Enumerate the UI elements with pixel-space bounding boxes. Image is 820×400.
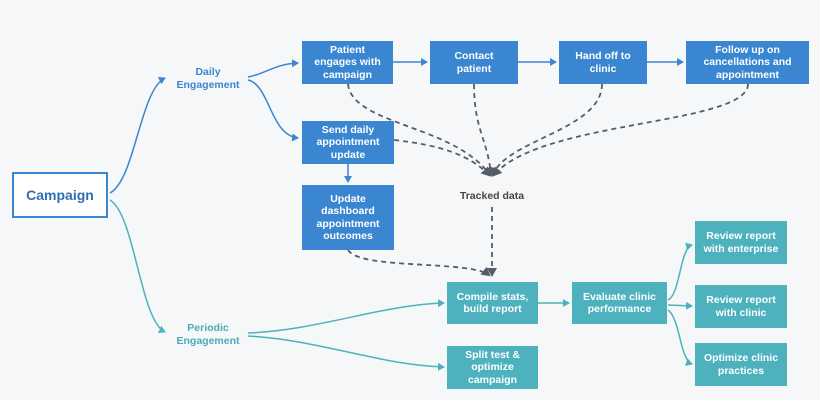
node-review-enterprise[interactable]: Review report with enterprise <box>695 221 787 264</box>
dashed-patient-tracked <box>347 83 492 177</box>
dashed-handoff-tracked <box>490 83 603 177</box>
periodic-engagement-label: Periodic Engagement <box>176 322 240 347</box>
dashed-send-tracked <box>393 139 491 177</box>
connector-evaluate-practices <box>667 309 693 366</box>
node-patient-engages[interactable]: Patient engages with campaign <box>302 41 393 84</box>
node-review-clinic[interactable]: Review report with clinic <box>695 285 787 328</box>
node-follow-up[interactable]: Follow up on cancellations and appointme… <box>686 41 809 84</box>
dashed-update-compile <box>347 249 491 277</box>
connector-evaluate-enterprise <box>667 242 693 301</box>
node-evaluate-clinic[interactable]: Evaluate clinic performance <box>572 282 667 324</box>
campaign-root-node[interactable]: Campaign <box>12 172 108 218</box>
node-split-test[interactable]: Split test & optimize campaign <box>447 346 538 389</box>
node-optimize-practices[interactable]: Optimize clinic practices <box>695 343 787 386</box>
node-compile-stats[interactable]: Compile stats, build report <box>447 282 538 324</box>
connector-campaign-periodic <box>109 199 166 333</box>
connector-campaign-daily <box>109 77 166 194</box>
node-update-dashboard[interactable]: Update dashboard appointment outcomes <box>302 185 394 250</box>
tracked-data-label: Tracked data <box>459 190 525 202</box>
connector-daily-patient <box>247 59 299 78</box>
node-hand-off[interactable]: Hand off to clinic <box>559 41 647 84</box>
connector-daily-send <box>247 79 299 142</box>
dashed-followup-tracked <box>492 83 749 177</box>
daily-engagement-label: Daily Engagement <box>176 66 240 91</box>
node-contact-patient[interactable]: Contact patient <box>430 41 518 84</box>
node-send-daily-update[interactable]: Send daily appointment update <box>302 121 394 164</box>
connector-evaluate-clinic <box>667 301 693 310</box>
connector-periodic-compile <box>247 299 445 334</box>
dashed-contact-tracked <box>473 83 496 177</box>
connector-periodic-split <box>247 335 445 371</box>
